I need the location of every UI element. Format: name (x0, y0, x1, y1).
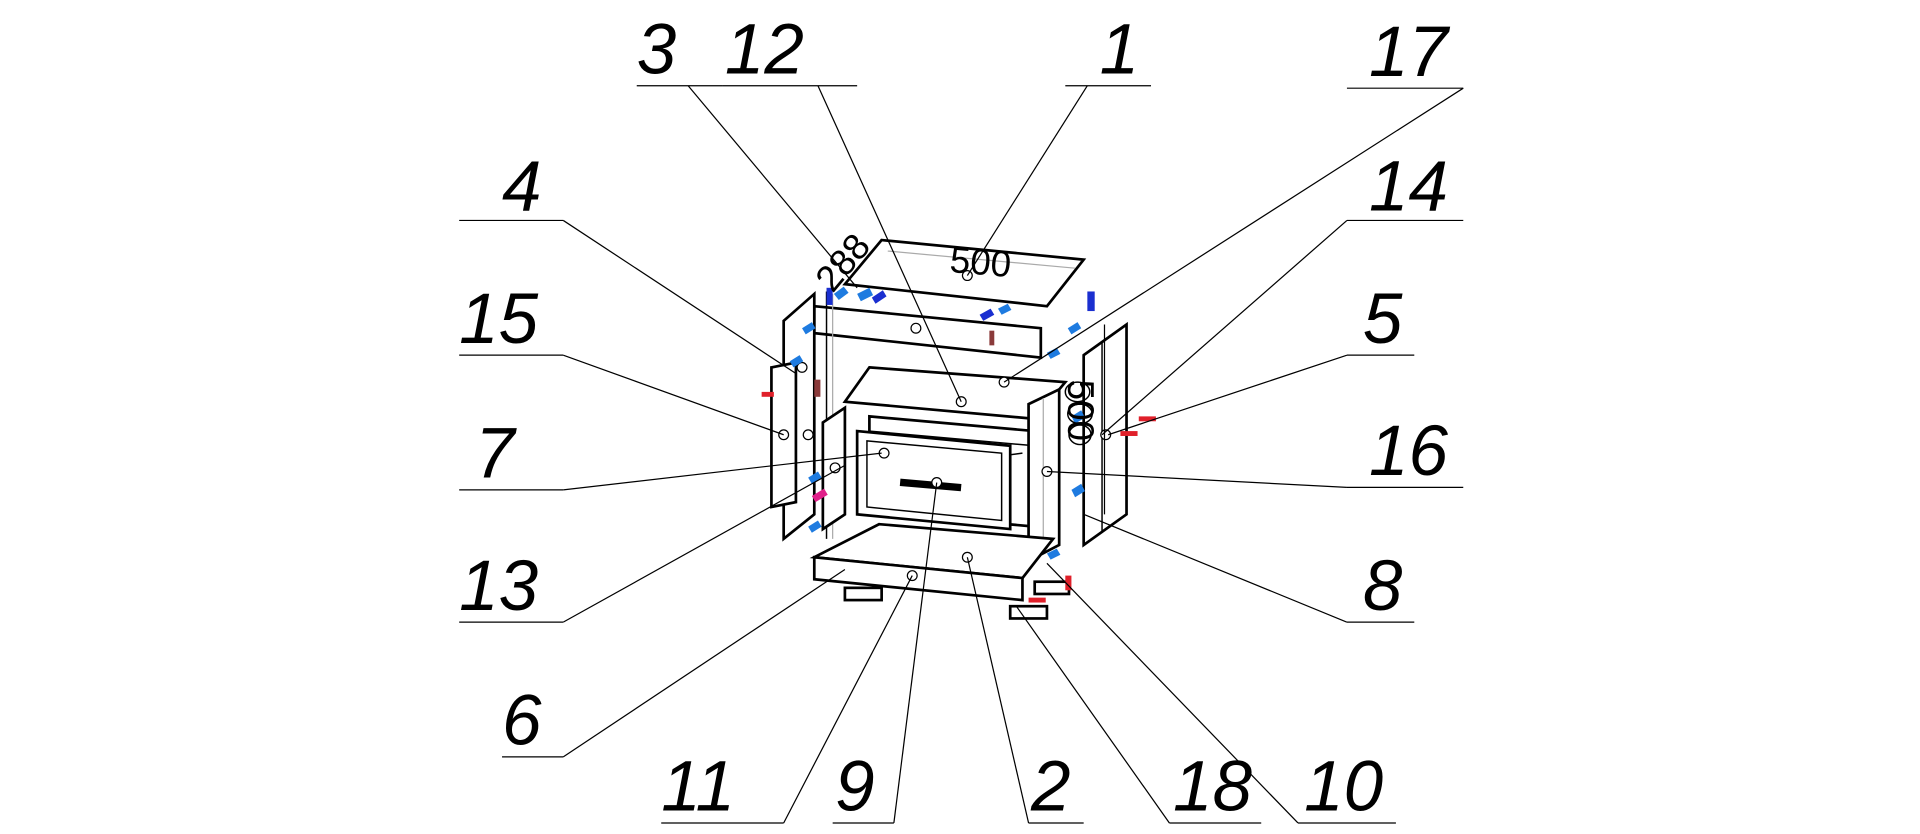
svg-text:16: 16 (1369, 412, 1448, 491)
svg-text:3: 3 (637, 10, 676, 89)
callout-1: 1 (966, 10, 1152, 276)
callout-14: 14 (1101, 148, 1464, 436)
cam-fittings (789, 286, 1095, 560)
back-rail (812, 304, 1043, 360)
front-plinth (812, 555, 1024, 602)
callouts: 3 12 1 17 4 14 15 5 7 16 13 8 6 11 9 2 1… (459, 10, 1464, 827)
callout-12: 12 (722, 10, 962, 402)
foot (1033, 580, 1071, 596)
svg-text:10: 10 (1304, 748, 1383, 827)
svg-text:9: 9 (835, 748, 874, 827)
svg-text:2: 2 (1030, 748, 1070, 827)
drawer-handle (899, 478, 962, 492)
svg-text:13: 13 (459, 547, 538, 626)
dimension-depth: 288 (807, 226, 878, 299)
svg-text:18: 18 (1173, 748, 1252, 827)
svg-text:14: 14 (1369, 148, 1448, 227)
callout-9: 9 (832, 482, 938, 827)
dimension-height: 500 (1060, 380, 1101, 441)
callout-10: 10 (1046, 562, 1396, 827)
foot (843, 586, 883, 602)
svg-text:1: 1 (1100, 10, 1139, 89)
svg-text:17: 17 (1369, 13, 1450, 92)
svg-text:15: 15 (459, 280, 538, 359)
callout-8: 8 (1083, 513, 1415, 626)
svg-text:11: 11 (661, 748, 735, 827)
callout-17: 17 (1003, 13, 1464, 383)
callout-6: 6 (502, 568, 846, 761)
svg-text:12: 12 (725, 10, 804, 89)
callout-3: 3 (637, 10, 858, 289)
callout-13: 13 (459, 464, 846, 626)
svg-text:4: 4 (502, 148, 541, 227)
svg-text:5: 5 (1363, 280, 1403, 359)
foot (1008, 604, 1049, 620)
svg-text:8: 8 (1363, 547, 1403, 626)
callout-11: 11 (661, 575, 913, 827)
cabinet-exploded-view (761, 238, 1156, 620)
dowels (761, 330, 1156, 603)
svg-text:7: 7 (475, 415, 517, 494)
callout-4: 4 (459, 148, 797, 375)
callout-5: 5 (1107, 280, 1415, 436)
callout-2: 2 (966, 557, 1084, 827)
callout-7: 7 (459, 415, 882, 494)
callout-16: 16 (1046, 412, 1464, 491)
svg-text:6: 6 (502, 682, 542, 761)
callout-18: 18 (1015, 605, 1262, 827)
callout-15: 15 (459, 280, 784, 436)
dimension-width: 500 (948, 239, 1013, 285)
